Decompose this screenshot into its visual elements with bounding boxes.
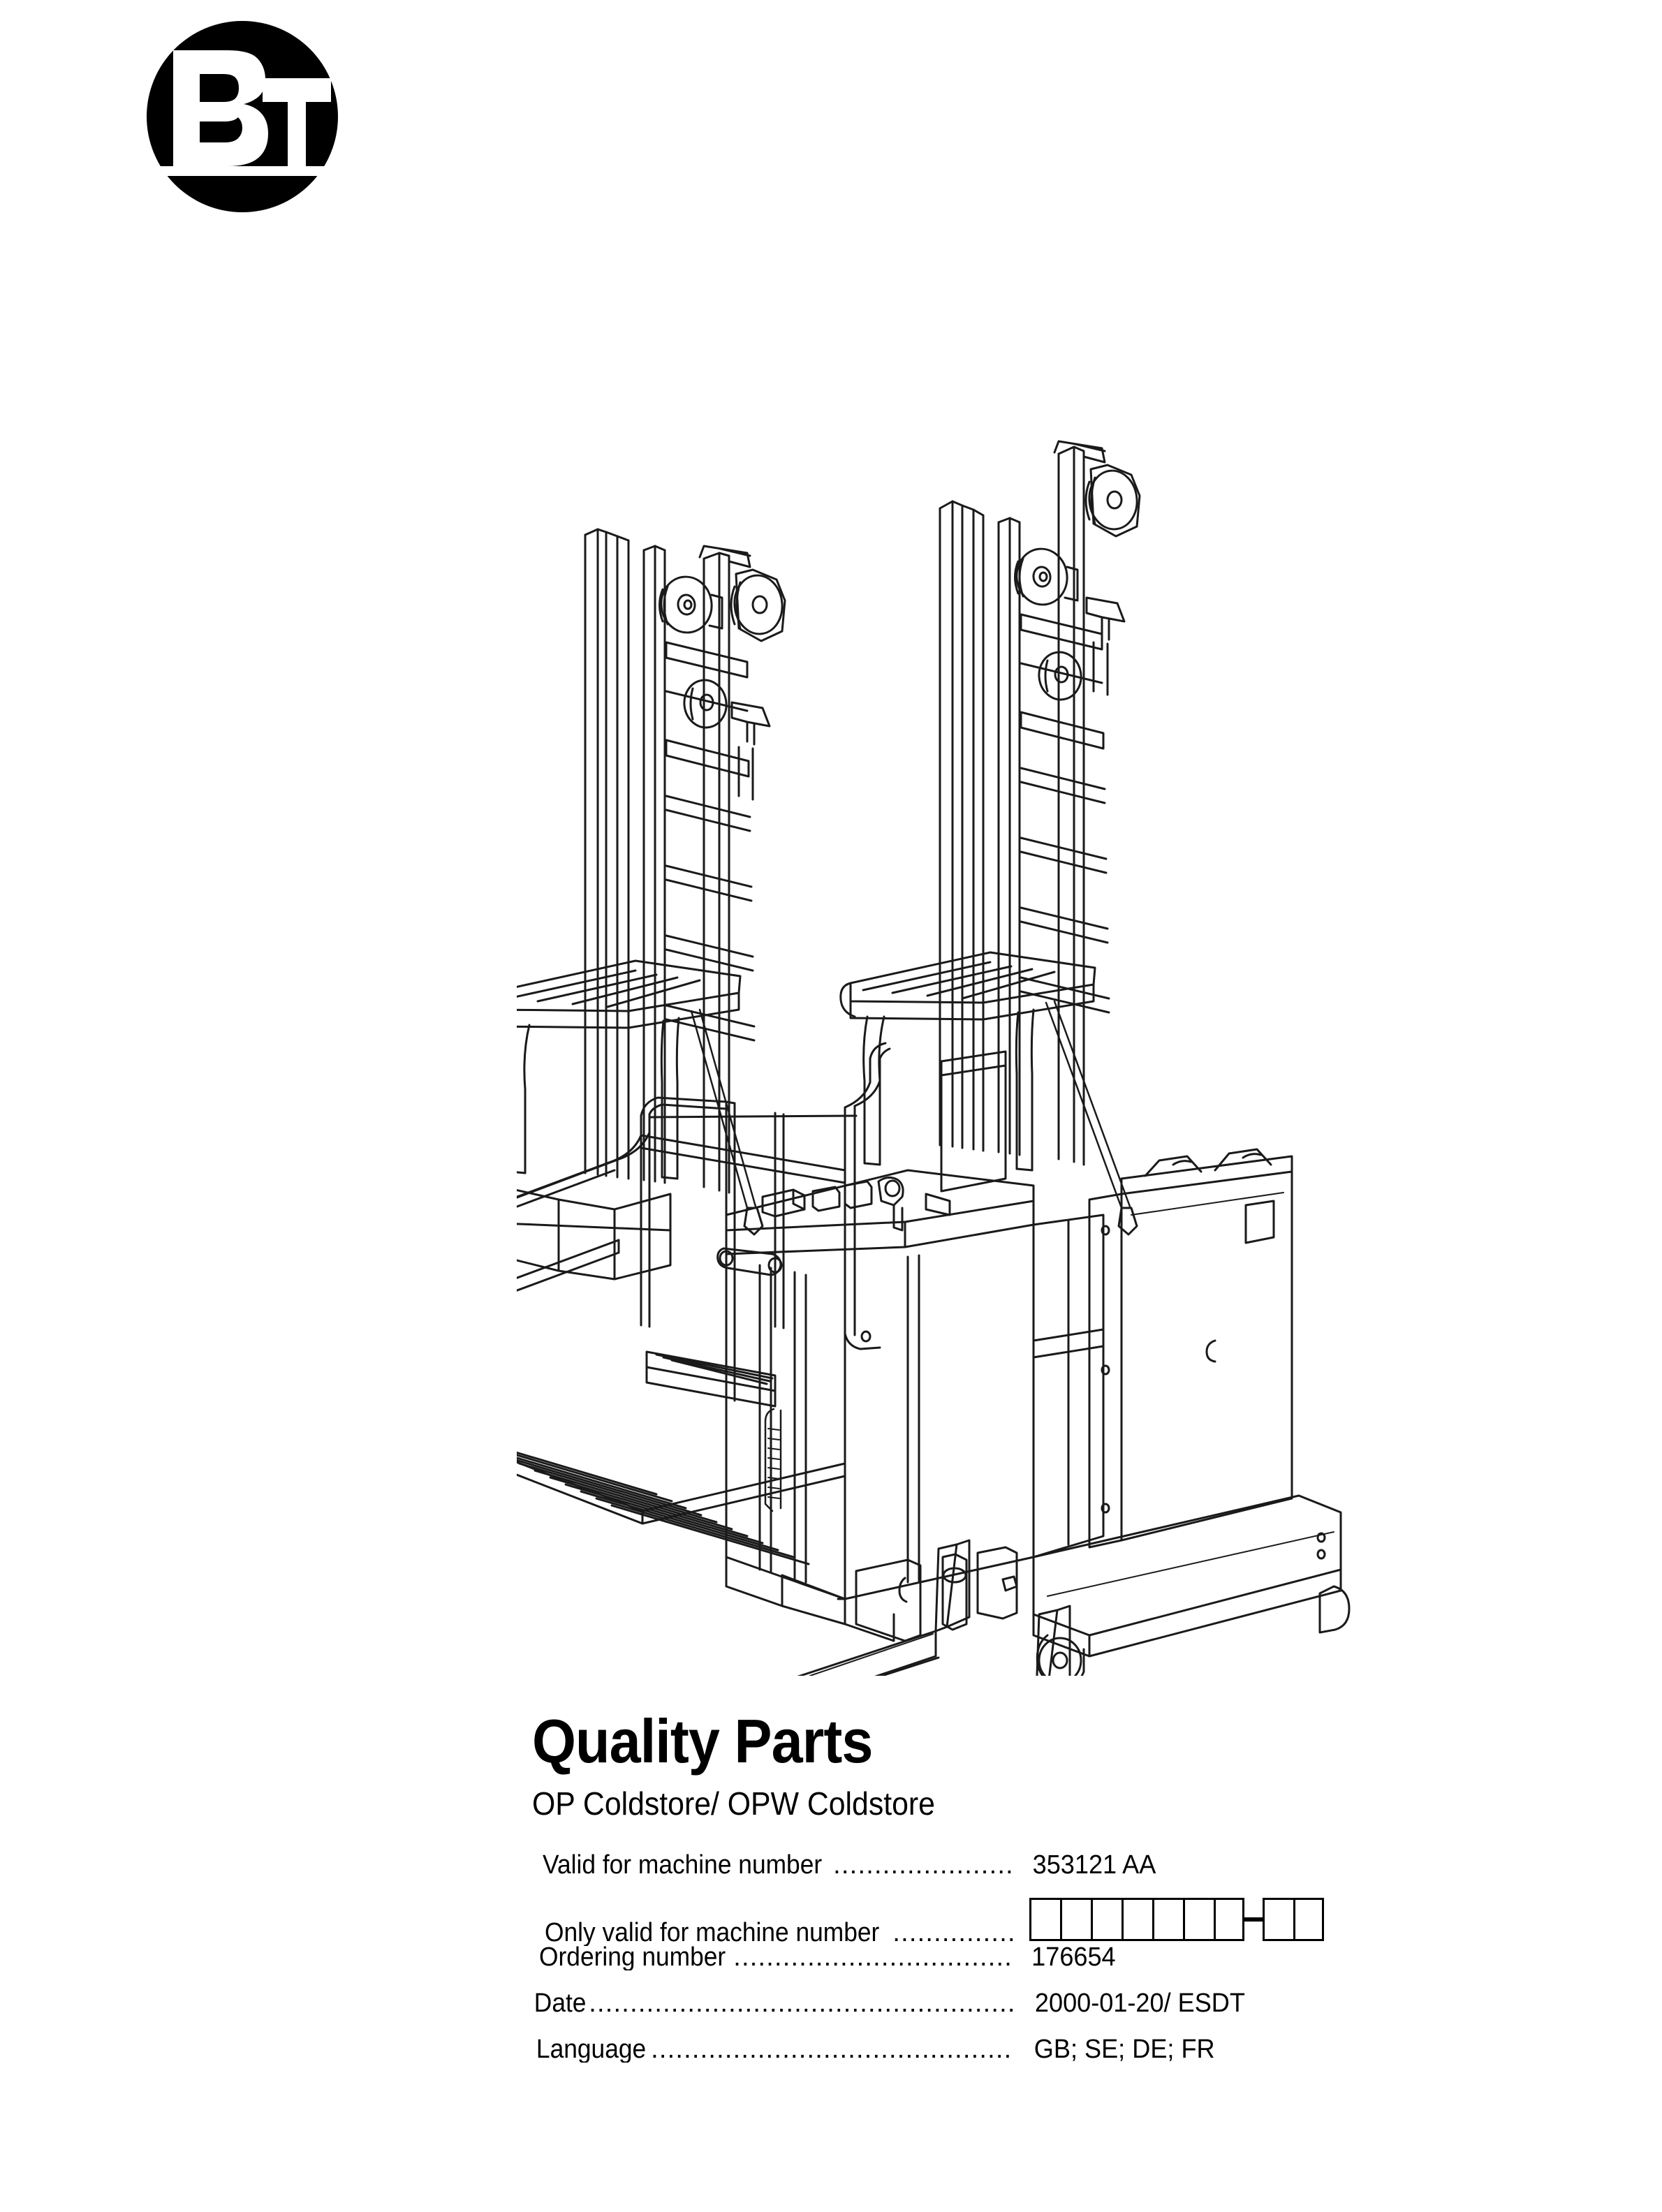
left-mast: [584, 528, 756, 1184]
serial-box[interactable]: [1122, 1898, 1152, 1941]
serial-box[interactable]: [1152, 1898, 1183, 1941]
dotted-leader: ........................................…: [833, 1852, 1014, 1878]
serial-box[interactable]: [1263, 1898, 1293, 1941]
spec-value-date: 2000-01-20/ ESDT: [1034, 1989, 1245, 2018]
dotted-leader: ........................................…: [651, 2036, 1014, 2063]
spec-label-wrap: Date ...................................…: [532, 1990, 1014, 2016]
machine-body: [716, 1050, 1293, 1600]
serial-box[interactable]: [1214, 1898, 1244, 1941]
serial-box[interactable]: [1060, 1898, 1091, 1941]
spec-row-only-valid-for-machine-number: Only valid for machine number ..........…: [532, 1898, 1440, 1946]
left-mast-pulley: [659, 575, 723, 634]
safety-cage-platform: [517, 1042, 891, 1565]
spec-label-wrap: Ordering number ........................…: [532, 1944, 1014, 1970]
dotted-leader: ........................................…: [733, 1944, 1014, 1970]
spec-row-ordering-number: Ordering number ........................…: [532, 1944, 1440, 1990]
left-fork-carriage: [517, 1188, 672, 1281]
serial-box-group-primary[interactable]: [1029, 1898, 1244, 1941]
spec-value-ordering-number: 176654: [1031, 1942, 1116, 1972]
right-head-pulley: [1084, 464, 1141, 538]
serial-number-entry-boxes[interactable]: [1029, 1898, 1324, 1941]
serial-box-group-suffix[interactable]: [1263, 1898, 1324, 1941]
title-block: Quality Parts OP Coldstore/ OPW Coldstor…: [532, 1711, 1440, 2082]
serial-box[interactable]: [1183, 1898, 1214, 1941]
dotted-leader: ........................................…: [589, 1990, 1014, 2016]
spec-label: Date: [534, 1990, 587, 2016]
spec-row-language: Language ...............................…: [532, 2036, 1440, 2082]
spec-label: Ordering number: [539, 1944, 726, 1970]
spec-label-wrap: Language ...............................…: [532, 2036, 1014, 2063]
right-mast-pulley: [1014, 547, 1079, 606]
spec-label: Only valid for machine number: [545, 1919, 880, 1946]
spec-label-wrap: Valid for machine number ...............…: [532, 1852, 1014, 1878]
spec-label: Valid for machine number: [543, 1852, 823, 1878]
spec-row-date: Date ...................................…: [532, 1990, 1440, 2036]
right-chain-sheave: [1038, 651, 1082, 701]
right-mast-head: [1053, 440, 1141, 1166]
spec-label-wrap: Only valid for machine number ..........…: [532, 1919, 1014, 1946]
bt-logo-icon: [147, 21, 338, 212]
serial-box[interactable]: [1091, 1898, 1122, 1941]
order-picker-forklift-illustration: [517, 349, 1550, 1676]
serial-box[interactable]: [1293, 1898, 1324, 1941]
spec-label: Language: [536, 2036, 647, 2063]
spec-value-valid-for-machine-number: 353121 AA: [1032, 1850, 1156, 1880]
left-chain-sheave: [683, 679, 728, 729]
forks: [797, 1539, 1071, 1676]
bt-logo: [145, 20, 339, 214]
dotted-leader: ........................................…: [892, 1919, 1014, 1946]
spec-row-valid-for-machine-number: Valid for machine number ...............…: [532, 1852, 1440, 1898]
serial-box[interactable]: [1029, 1898, 1060, 1941]
page-title: Quality Parts: [532, 1706, 873, 1776]
left-overhead-guard: [517, 545, 786, 1236]
left-head-pulley: [730, 568, 786, 642]
spec-value-language: GB; SE; DE; FR: [1034, 2035, 1215, 2064]
serial-box-dash: [1244, 1917, 1263, 1922]
page-subtitle: OP Coldstore/ OPW Coldstore: [532, 1785, 935, 1822]
spec-table: Valid for machine number ...............…: [532, 1852, 1440, 2082]
forklift-line-art: [517, 440, 1351, 1676]
right-overhead-guard: [839, 951, 1138, 1236]
